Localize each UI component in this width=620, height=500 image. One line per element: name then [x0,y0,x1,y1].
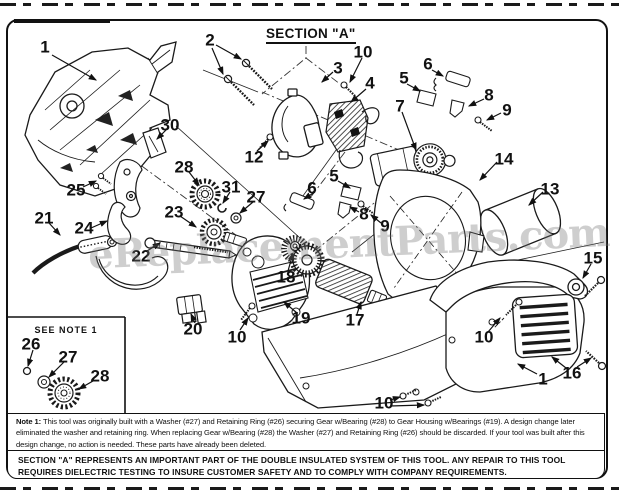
section-a-title: SECTION "A" [266,26,356,44]
screw-15 [584,275,606,297]
inset-washer-27 [37,375,51,389]
motor-housing-left [24,41,177,197]
see-note-1-label: SEE NOTE 1 [34,325,98,335]
brush-set-upper [416,70,493,132]
note-1-label: Note 1: [16,417,44,426]
section-a-warning-text: SECTION "A" REPRESENTS AN IMPORTANT PART… [18,455,566,478]
screw-10-gearcase [240,302,256,321]
motor-housing-right [261,259,589,409]
gear-23 [199,217,252,251]
hook-lever-24 [106,201,132,245]
field-case-13 [479,187,562,256]
perforation-bottom [0,487,620,490]
perforation-top [0,3,620,6]
baffle-cup-3 [271,88,324,160]
screw-16 [585,350,607,371]
switch-plate [113,158,143,218]
see-note-1-box [8,316,126,413]
screw-10-top [340,81,357,98]
baffle-shroud-14 [373,169,485,303]
switch-block-20 [176,294,207,324]
note-1-box: Note 1: This tool was originally built w… [7,413,605,451]
inset-ring-26 [22,366,32,376]
inset-gear-28 [47,376,81,410]
field-assembly-4 [325,99,380,169]
leader-lines [27,44,593,409]
screw-10-bottom-pair [399,389,442,407]
gear-28-upper [189,178,221,210]
brush-set-lower [283,183,375,219]
screw-pair-2 [223,58,273,106]
note-1-text: This tool was originally built with a Wa… [16,417,585,449]
power-cord-21 [31,235,169,290]
retaining-ring-31 [217,203,227,213]
washer-27-upper [230,212,242,224]
section-a-warning-box: SECTION "A" REPRESENTS AN IMPORTANT PART… [7,450,605,479]
